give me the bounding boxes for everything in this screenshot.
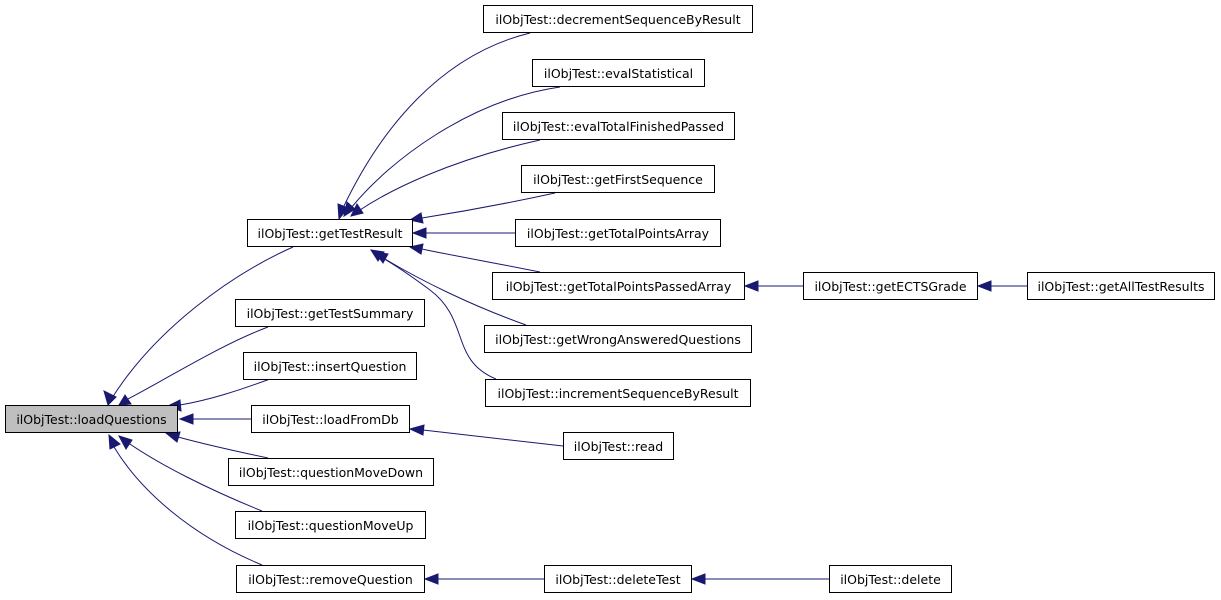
node-questionmovedown[interactable]: ilObjTest::questionMoveDown: [228, 458, 434, 486]
edge-questionmovedown-loadquestions: [164, 431, 269, 459]
edge-line: [111, 246, 294, 399]
arrowhead-icon: [411, 227, 427, 239]
arrowhead-icon: [350, 203, 364, 217]
node-decrementsequencebyresult[interactable]: ilObjTest::decrementSequenceByResult: [483, 5, 753, 33]
arrowhead-icon: [976, 280, 992, 292]
edge-line: [125, 326, 269, 401]
node-insertquestion[interactable]: ilObjTest::insertQuestion: [243, 352, 417, 380]
edge-read-loadfromdb: [408, 424, 564, 447]
edge-line: [177, 436, 269, 459]
edge-line: [421, 248, 541, 273]
node-read[interactable]: ilObjTest::read: [563, 432, 674, 460]
edge-evaltotal-gettestresult: [350, 139, 541, 217]
arrowhead-icon: [343, 201, 356, 218]
edge-loadfromdb-loadquestions: [178, 413, 251, 425]
arrowhead-icon: [423, 573, 439, 585]
node-getwronganswered[interactable]: ilObjTest::getWrongAnsweredQuestions: [484, 325, 752, 353]
edge-line: [384, 258, 527, 326]
edge-line: [350, 86, 561, 209]
node-getalltestresults[interactable]: ilObjTest::getAllTestResults: [1027, 272, 1215, 300]
node-loadfromdb[interactable]: ilObjTest::loadFromDb: [251, 405, 410, 433]
edge-getfirstsequence-gettestresult: [408, 192, 556, 224]
edge-line: [421, 192, 556, 219]
edge-line: [113, 446, 263, 566]
edge-gettestsummary-loadquestions: [118, 326, 269, 406]
node-gettotalpointsarray[interactable]: ilObjTest::getTotalPointsArray: [515, 219, 721, 247]
arrowhead-icon: [178, 413, 194, 425]
edge-line: [380, 256, 497, 380]
edge-line: [342, 32, 531, 209]
node-questionmoveup[interactable]: ilObjTest::questionMoveUp: [235, 511, 426, 539]
node-evaltotalfinishedpassed[interactable]: ilObjTest::evalTotalFinishedPassed: [502, 112, 735, 140]
edge-gettestresult-loadquestions: [103, 246, 294, 406]
edge-line: [126, 441, 263, 512]
node-gettestresult[interactable]: ilObjTest::getTestResult: [247, 219, 413, 247]
node-deletetest[interactable]: ilObjTest::deleteTest: [544, 565, 692, 593]
edge-line: [179, 378, 271, 406]
edge-increment-gettestresult: [369, 249, 497, 380]
arrowhead-icon: [408, 243, 424, 255]
arrowhead-icon: [118, 394, 132, 406]
node-incrementsequencebyresult[interactable]: ilObjTest::incrementSequenceByResult: [485, 379, 751, 407]
arrowhead-icon: [103, 390, 117, 406]
arrowhead-icon: [408, 424, 425, 436]
edge-questionmoveup-loadquestions: [117, 435, 263, 512]
node-getfirstsequence[interactable]: ilObjTest::getFirstSequence: [521, 165, 715, 193]
arrowhead-icon: [117, 435, 133, 450]
node-gettestsummary[interactable]: ilObjTest::getTestSummary: [235, 299, 425, 327]
edge-gettotalpointspassedarray-gettestresult: [408, 243, 541, 273]
node-evalstatistical[interactable]: ilObjTest::evalStatistical: [532, 59, 705, 87]
edge-line: [422, 429, 564, 447]
edge-evalstatistical-gettestresult: [343, 86, 561, 218]
edge-getectsgrade-gettotalpointspassed: [743, 280, 803, 292]
edge-removequestion-loadquestions: [108, 433, 263, 566]
node-gettotalpointspassedarray[interactable]: ilObjTest::getTotalPointsPassedArray: [492, 272, 745, 300]
node-removequestion[interactable]: ilObjTest::removeQuestion: [236, 565, 425, 593]
edge-gettotalpointsarray-gettestresult: [411, 227, 515, 239]
node-getectsgrade[interactable]: ilObjTest::getECTSGrade: [803, 272, 978, 300]
node-loadquestions: ilObjTest::loadQuestions: [5, 405, 178, 433]
arrowhead-icon: [690, 573, 706, 585]
arrowhead-icon: [408, 212, 424, 224]
edge-delete-deletetest: [690, 573, 829, 585]
edge-deletetest-removequestion: [423, 573, 544, 585]
arrowhead-icon: [743, 280, 759, 292]
edge-line: [359, 139, 541, 211]
arrowhead-icon: [108, 433, 121, 450]
node-delete[interactable]: ilObjTest::delete: [829, 565, 952, 593]
arrowhead-icon: [164, 431, 181, 443]
arrowhead-icon: [369, 249, 385, 262]
edge-getalltestresults-getectsgrade: [976, 280, 1027, 292]
